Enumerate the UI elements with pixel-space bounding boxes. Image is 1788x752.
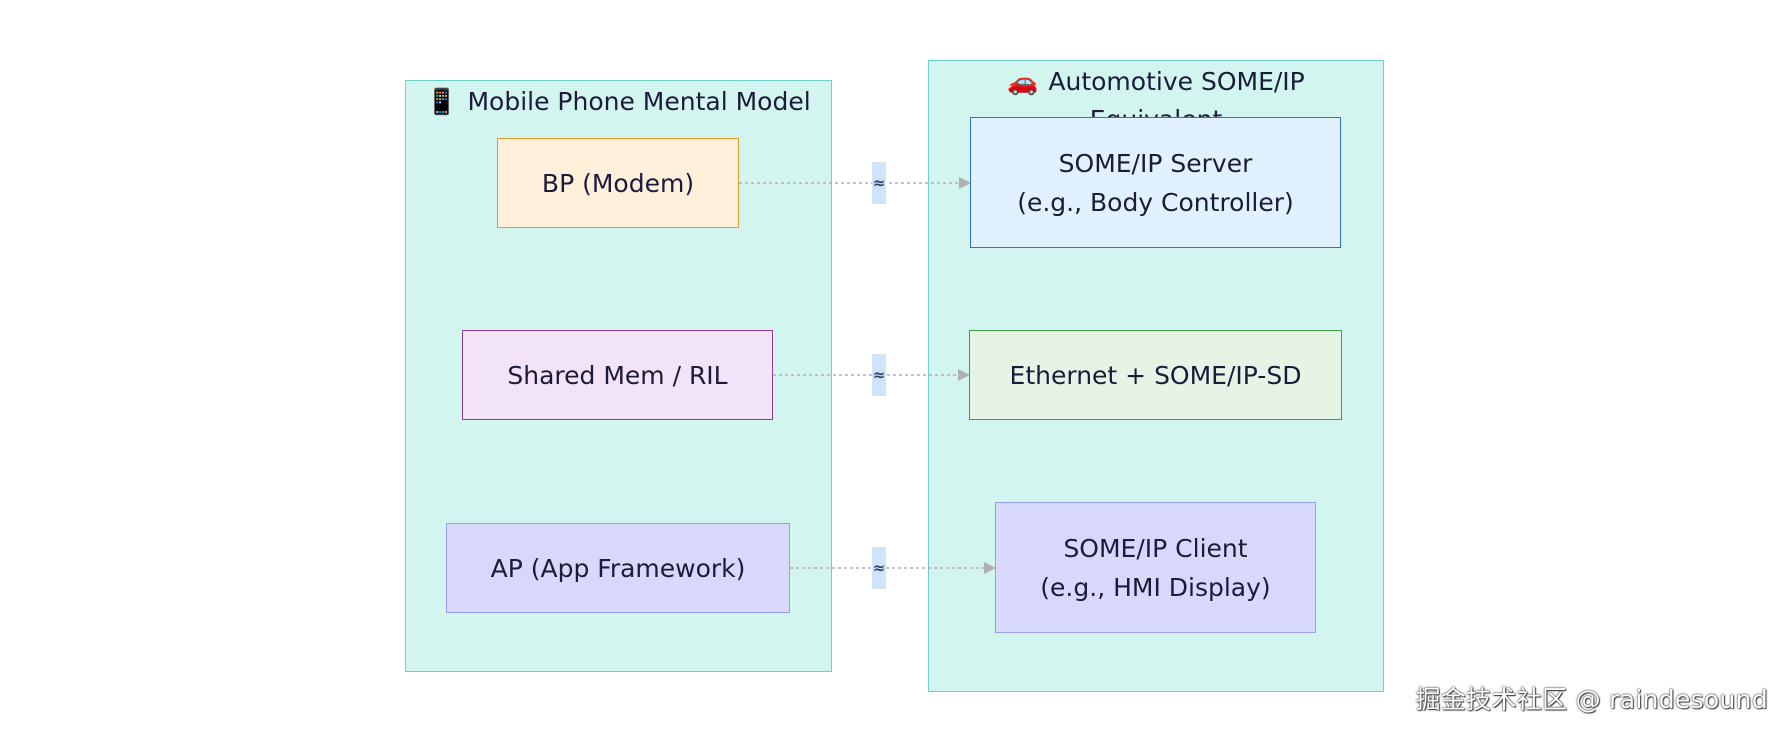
mobile-cluster-title: 📱 Mobile Phone Mental Model bbox=[406, 83, 831, 121]
edge-label-bp-server: ≈ bbox=[872, 162, 886, 204]
node-bp-modem-label: BP (Modem) bbox=[541, 168, 695, 198]
node-someip-client-line1: SOME/IP Client bbox=[1063, 533, 1248, 563]
node-someip-server: SOME/IP Server (e.g., Body Controller) bbox=[970, 117, 1341, 248]
mobile-cluster-title-text: Mobile Phone Mental Model bbox=[467, 87, 811, 116]
node-someip-client-line2: (e.g., HMI Display) bbox=[1040, 572, 1271, 602]
edge-label-ap-client: ≈ bbox=[872, 547, 886, 589]
node-shared-mem-ril-label: Shared Mem / RIL bbox=[507, 360, 728, 390]
node-ethernet-someip-sd-label: Ethernet + SOME/IP-SD bbox=[1009, 360, 1302, 390]
car-icon: 🚗 bbox=[1007, 67, 1039, 96]
node-someip-client: SOME/IP Client (e.g., HMI Display) bbox=[995, 502, 1316, 633]
node-someip-server-line1: SOME/IP Server bbox=[1058, 148, 1253, 178]
mobile-phone-icon: 📱 bbox=[426, 87, 458, 116]
edge-label-ril-ethernet: ≈ bbox=[872, 354, 886, 396]
node-ethernet-someip-sd: Ethernet + SOME/IP-SD bbox=[969, 330, 1342, 420]
node-someip-server-line2: (e.g., Body Controller) bbox=[1017, 187, 1294, 217]
node-ap-app-framework: AP (App Framework) bbox=[446, 523, 790, 613]
node-bp-modem: BP (Modem) bbox=[497, 138, 739, 228]
node-ap-app-framework-label: AP (App Framework) bbox=[490, 553, 746, 583]
node-shared-mem-ril: Shared Mem / RIL bbox=[462, 330, 773, 420]
watermark: 掘金技术社区 @ raindesound bbox=[1415, 685, 1768, 714]
